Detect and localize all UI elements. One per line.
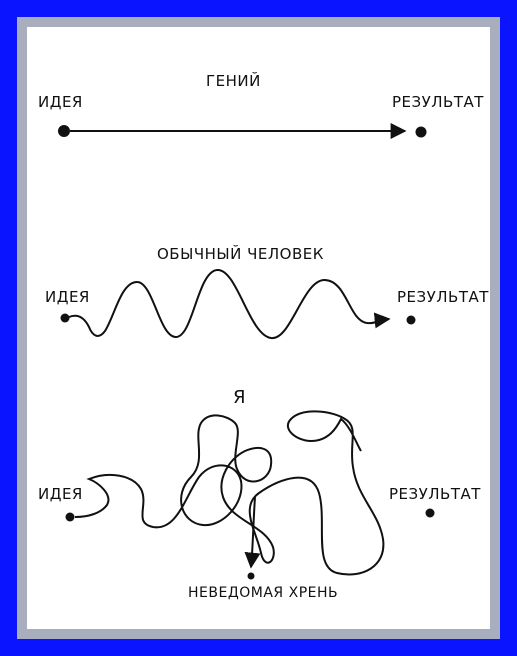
ordinary-end-dot: [406, 315, 416, 325]
genius-start-dot: [58, 125, 70, 137]
ordinary-heading: ОБЫЧНЫЙ ЧЕЛОВЕК: [157, 244, 324, 263]
ordinary-result-label: РЕЗУЛЬТАТ: [397, 288, 489, 306]
me-end-dot: [425, 508, 435, 518]
genius-end-dot: [415, 126, 427, 138]
drawing: ГЕНИЙ ИДЕЯ РЕЗУЛЬТАТ ОБЫЧНЫЙ ЧЕЛОВЕК ИДЕ…: [38, 71, 489, 601]
panel-genius: ГЕНИЙ ИДЕЯ РЕЗУЛЬТАТ: [38, 71, 484, 139]
panel-ordinary: ОБЫЧНЫЙ ЧЕЛОВЕК ИДЕЯ РЕЗУЛЬТАТ: [45, 244, 489, 339]
me-detour-arrow: [244, 496, 261, 569]
me-idea-label: ИДЕЯ: [38, 485, 83, 503]
genius-heading: ГЕНИЙ: [206, 71, 261, 90]
ordinary-wavy-path: [68, 268, 391, 339]
me-detour-dot: [247, 572, 255, 580]
genius-idea-label: ИДЕЯ: [38, 93, 83, 111]
me-heading: Я: [233, 387, 246, 408]
me-detour-label: НЕВЕДОМАЯ ХРЕНЬ: [188, 585, 338, 601]
ordinary-idea-label: ИДЕЯ: [45, 288, 90, 306]
panel-me: Я ИДЕЯ РЕЗУЛЬТАТ НЕВЕДОМАЯ ХРЕНЬ: [38, 387, 481, 601]
ordinary-start-dot: [60, 313, 70, 323]
me-start-dot: [65, 512, 75, 522]
genius-result-label: РЕЗУЛЬТАТ: [392, 93, 484, 111]
me-tangled-path: [74, 410, 385, 576]
me-result-label: РЕЗУЛЬТАТ: [389, 485, 481, 503]
